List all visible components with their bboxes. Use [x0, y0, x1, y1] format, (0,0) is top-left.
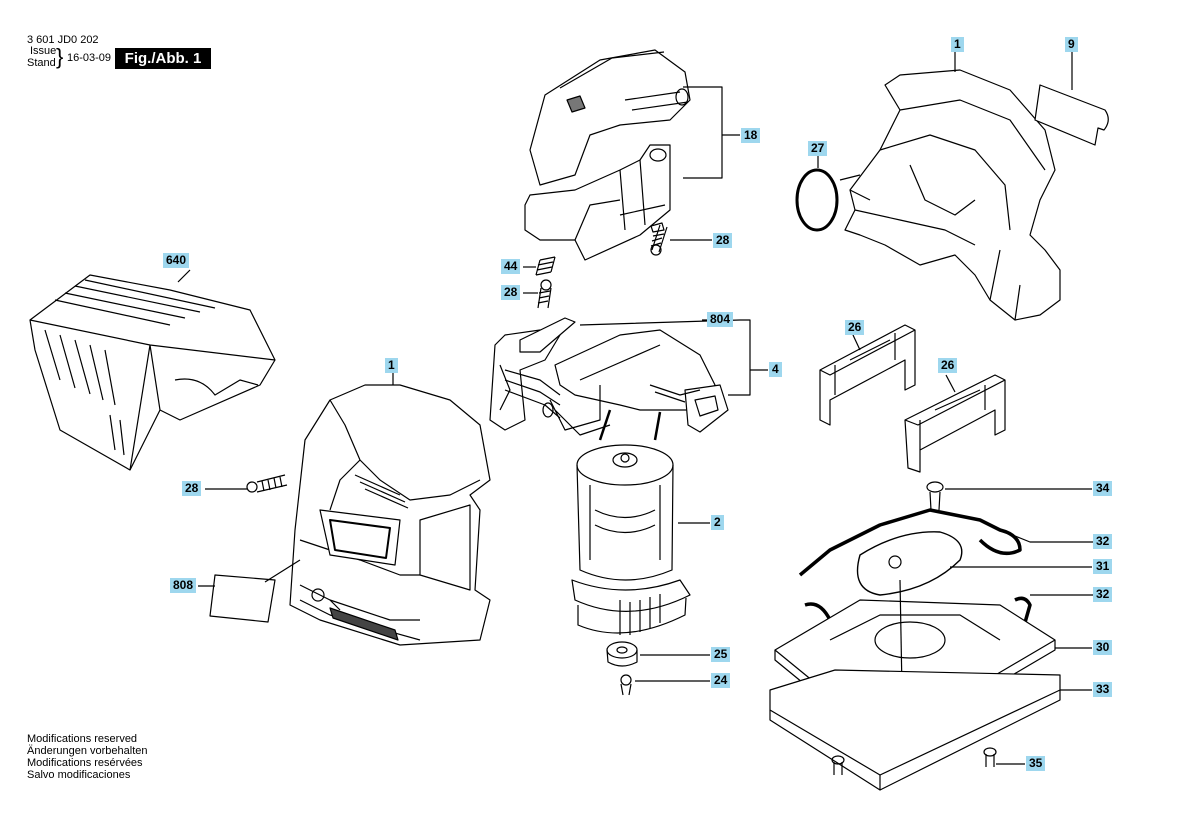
part-27-oring: [795, 168, 861, 232]
part-2-motor: [571, 409, 691, 635]
callout-1-left: 1: [385, 358, 398, 373]
brace: }: [56, 44, 64, 69]
callout-804: 804: [707, 312, 734, 327]
part-34-screw: [926, 481, 944, 511]
callout-27: 27: [808, 141, 828, 156]
modifications-note: Modifications reserved Änderungen vorbeh…: [27, 733, 147, 781]
part-31-gasket: [856, 531, 963, 596]
part-1-housing-left: [289, 384, 491, 646]
note-fr: Modifications resérvées: [27, 757, 143, 769]
callout-28-left: 28: [182, 481, 202, 496]
part-804-electronics: [489, 317, 729, 436]
note-en: Modifications reserved: [27, 733, 138, 745]
part-32-seal-upper: [798, 508, 1022, 577]
callout-2: 2: [711, 515, 724, 530]
figure-badge: Fig./Abb. 1: [115, 48, 211, 69]
part-26-clip-upper: [819, 324, 916, 426]
issue-label: Issue: [30, 45, 57, 57]
callout-4: 4: [769, 362, 782, 377]
part-25-washer: [606, 641, 638, 667]
callout-35: 35: [1026, 756, 1046, 771]
screw-28-left: [246, 474, 288, 493]
callout-28-mid: 28: [501, 285, 521, 300]
screw-28-top: [650, 222, 668, 256]
callout-9: 9: [1065, 37, 1078, 52]
part-9-label: [1034, 84, 1109, 146]
part-26-clip-lower: [904, 374, 1006, 473]
callout-33: 33: [1093, 682, 1113, 697]
callout-26-lower: 26: [938, 358, 958, 373]
part-18-cap-upper: [529, 49, 691, 186]
callout-24: 24: [711, 673, 731, 688]
callout-30: 30: [1093, 640, 1113, 655]
part-number: 3 601 JD0 202: [27, 34, 99, 46]
callout-28-top: 28: [713, 233, 733, 248]
part-33-pad: [769, 669, 1061, 791]
callout-32-lower: 32: [1093, 587, 1113, 602]
callout-1-right: 1: [951, 37, 964, 52]
callout-32-upper: 32: [1093, 534, 1113, 549]
screw-28-mid: [537, 279, 552, 309]
callout-640: 640: [163, 253, 190, 268]
note-de: Änderungen vorbehalten: [27, 745, 148, 757]
callout-31: 31: [1093, 559, 1113, 574]
part-1-housing-right: [844, 69, 1061, 321]
part-808-label: [209, 574, 276, 623]
callout-18: 18: [741, 128, 761, 143]
note-es: Salvo modificaciones: [27, 769, 131, 781]
stand-label: Stand: [27, 57, 56, 69]
callout-26-upper: 26: [845, 320, 865, 335]
callout-34: 34: [1093, 481, 1113, 496]
part-35-screws: [831, 747, 997, 775]
callout-44: 44: [501, 259, 521, 274]
spring-44: [535, 256, 556, 276]
callout-808: 808: [170, 578, 197, 593]
part-18-cap-lower: [524, 144, 671, 261]
callout-25: 25: [711, 647, 731, 662]
part-640-cover: [29, 274, 276, 471]
part-24-screw: [620, 674, 632, 696]
issue-date: 16-03-09: [67, 52, 112, 64]
